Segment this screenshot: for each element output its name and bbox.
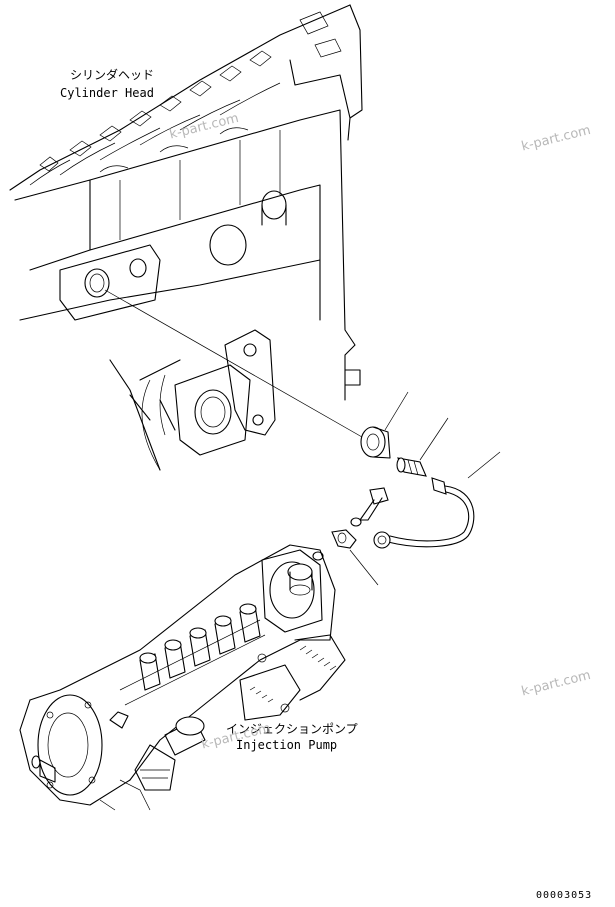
cylinder-head-drawing	[9, 4, 363, 471]
elbow-fitting	[331, 529, 357, 549]
reference-number: 00003053	[536, 890, 593, 901]
feed-pump	[134, 716, 206, 791]
cylinder-head-label-jp: シリンダヘッド	[70, 68, 155, 82]
injection-pump-drawing	[19, 544, 346, 811]
bolt-part	[359, 487, 389, 521]
cylinder-head-label-en: Cylinder Head	[60, 86, 154, 100]
control-linkage	[239, 634, 346, 721]
governor-housing	[261, 549, 323, 633]
hose-pipe	[373, 477, 475, 549]
connector-part	[360, 426, 391, 459]
delivery-valves	[139, 603, 261, 691]
injection-pump-label-jp: インジェクションポンプ	[226, 722, 358, 736]
adapter-part	[396, 457, 427, 477]
parts-group	[104, 289, 501, 586]
injection-pump-label-en: Injection Pump	[236, 738, 338, 752]
